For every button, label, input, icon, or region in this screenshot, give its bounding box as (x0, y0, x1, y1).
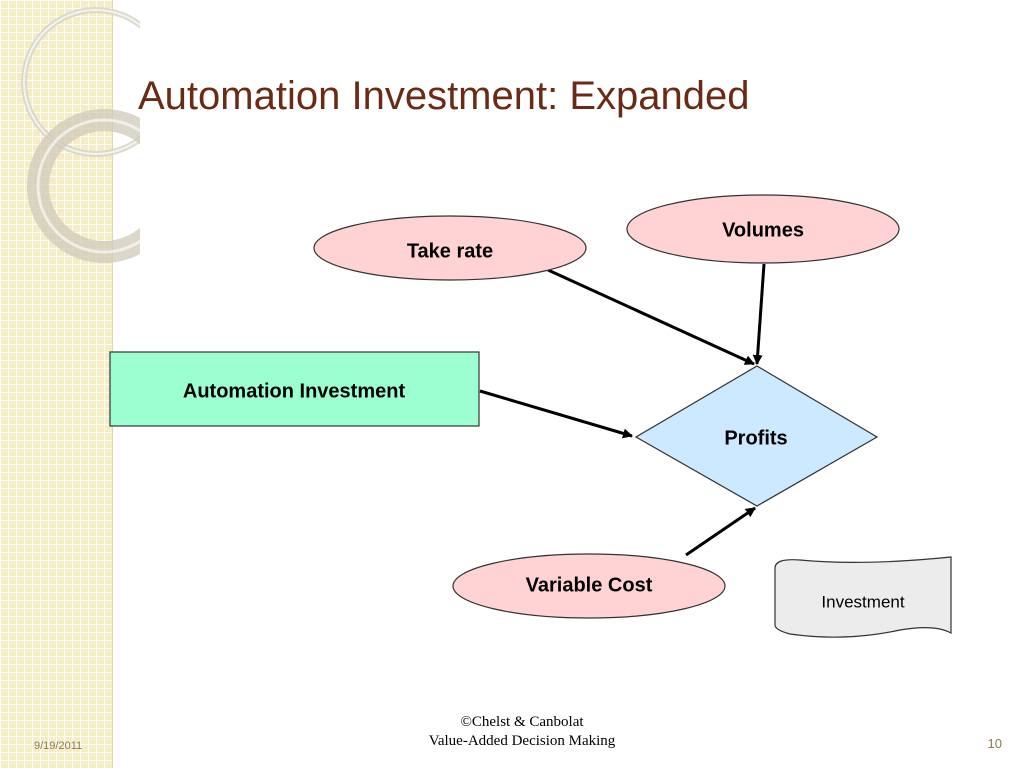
node-variable-cost[interactable]: Variable Cost (452, 553, 726, 619)
edge-automation-investment-to-profits (479, 389, 633, 439)
node-automation-investment[interactable]: Automation Investment (109, 351, 480, 427)
node-take-rate-label: Take rate (407, 240, 493, 262)
edge-volumes-to-profits (752, 263, 766, 365)
footer-credits: ©Chelst & Canbolat Value-Added Decision … (390, 713, 654, 751)
footer-page-number: 10 (987, 736, 1002, 751)
node-take-rate[interactable]: Take rate (313, 215, 587, 281)
decorative-circles (21, 7, 140, 263)
node-volumes-label: Volumes (722, 219, 804, 241)
footer-date: 9/19/2011 (34, 740, 83, 752)
investment-document[interactable]: Investment (774, 556, 952, 638)
node-profits-label: Profits (724, 427, 787, 449)
node-profits[interactable]: Profits (634, 365, 879, 507)
investment-document-label: Investment (821, 592, 904, 611)
footer-subtitle: Value-Added Decision Making (428, 733, 616, 749)
edge-variable-cost-to-profits (685, 506, 756, 557)
slide-title: Automation Investment: Expanded (138, 74, 750, 118)
node-variable-cost-label: Variable Cost (526, 574, 653, 596)
node-volumes[interactable]: Volumes (626, 194, 900, 264)
edge-take-rate-to-profits (547, 268, 755, 366)
footer-copyright: ©Chelst & Canbolat (460, 714, 584, 730)
node-automation-investment-label: Automation Investment (183, 380, 406, 402)
